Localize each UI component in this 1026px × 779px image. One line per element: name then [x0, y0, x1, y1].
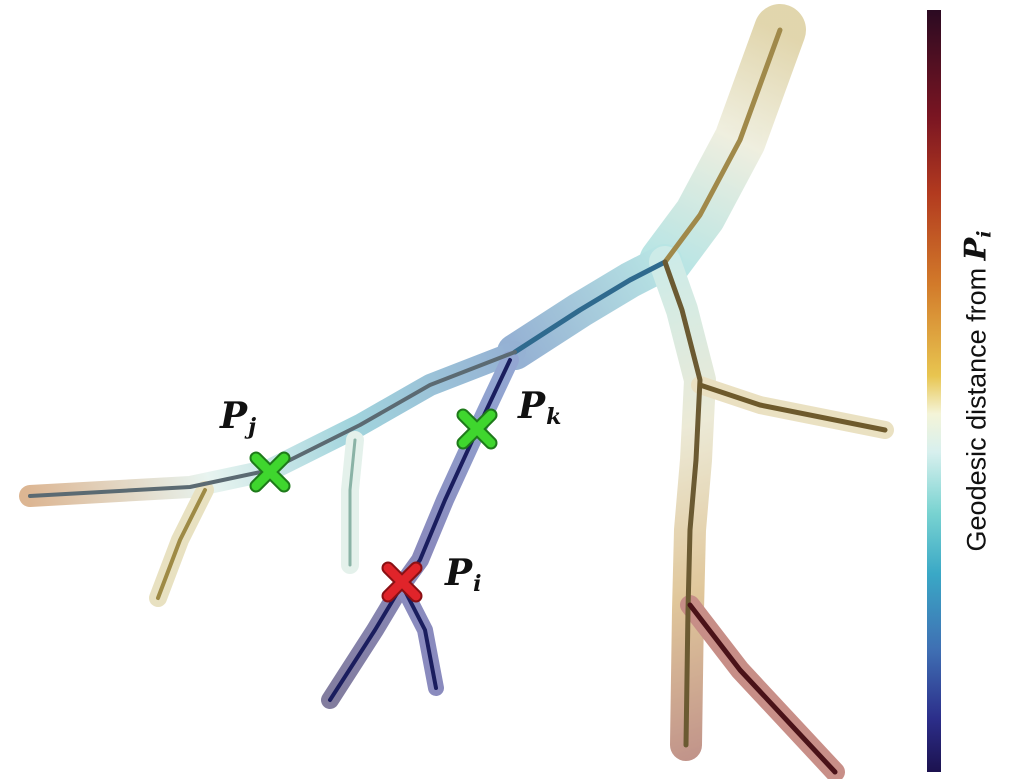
colorbar: [927, 10, 941, 772]
vessel-outer: [30, 30, 885, 772]
label-pj-base: P: [220, 395, 247, 437]
colorbar-label-text: Geodesic distance from: [962, 260, 992, 551]
label-pi: Pi: [445, 555, 481, 595]
colorbar-label-var-sub: i: [974, 231, 996, 238]
colorbar-label: Geodesic distance from Pi: [959, 231, 996, 552]
label-pk-sub: k: [546, 404, 561, 430]
label-pj-sub: j: [248, 414, 256, 440]
label-pk-base: P: [518, 385, 545, 427]
label-pi-base: P: [445, 552, 472, 594]
colorbar-label-var-base: P: [959, 238, 994, 261]
label-pi-sub: i: [473, 571, 481, 597]
label-pk: Pk: [518, 388, 561, 428]
label-pj: Pj: [220, 398, 256, 438]
colorbar-label-wrap: Geodesic distance from Pi: [957, 10, 997, 772]
colorbar-label-var: Pi: [959, 231, 994, 261]
